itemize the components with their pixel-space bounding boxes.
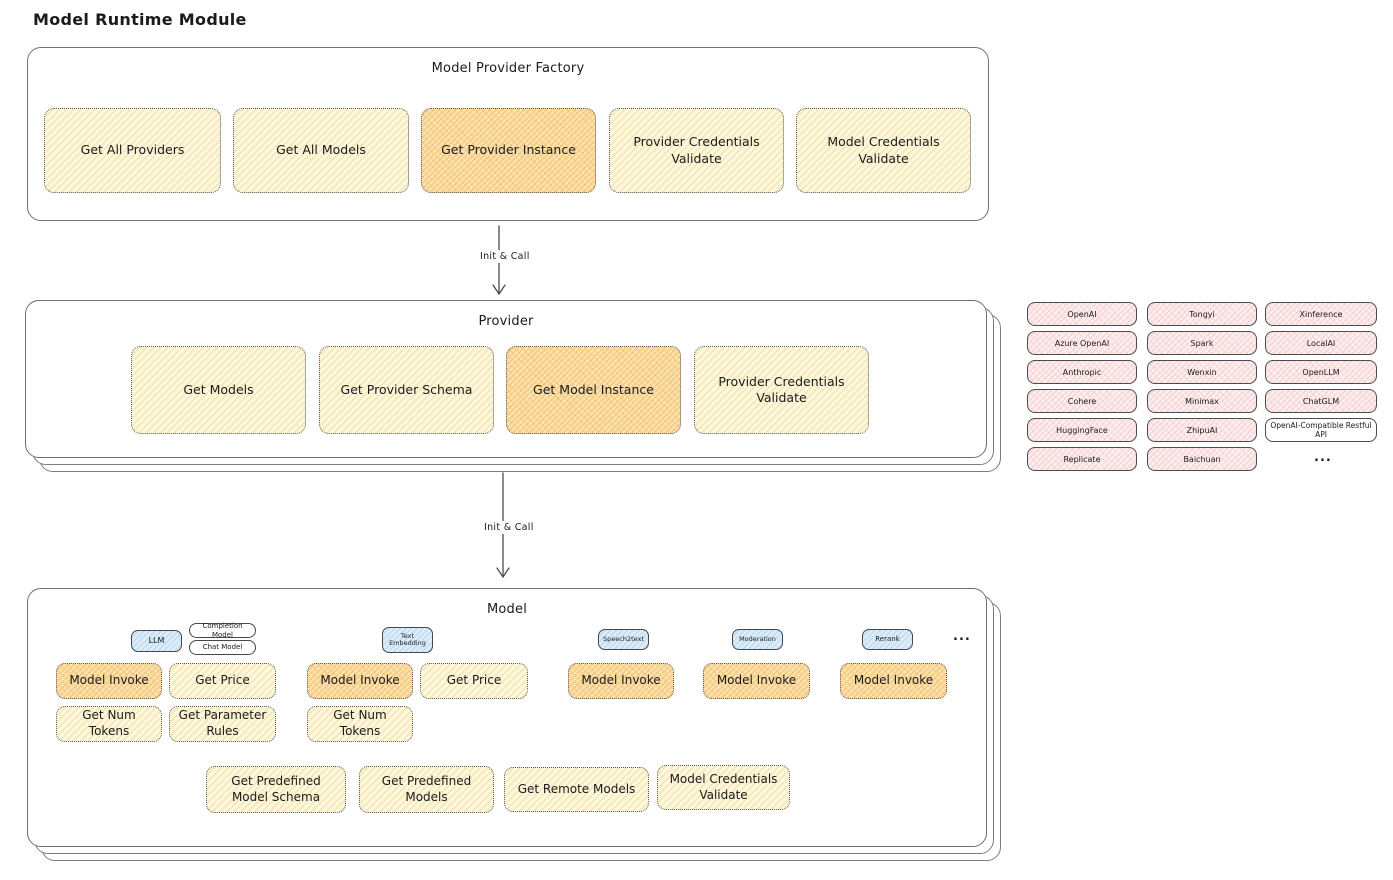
llm-model-invoke-button: Model Invoke xyxy=(56,663,162,699)
provider-pill-xinference: Xinference xyxy=(1265,302,1377,326)
provider-pill-chatglm: ChatGLM xyxy=(1265,389,1377,413)
embedding-model-invoke-button: Model Invoke xyxy=(307,663,413,699)
model-tags-ellipsis: ... xyxy=(953,629,971,644)
speech2text-tag: Speech2text xyxy=(598,629,649,650)
provider-pill-openai-compatible: OpenAI-Compatible Restful API xyxy=(1265,418,1377,442)
provider-pill-zhipuai: ZhipuAI xyxy=(1147,418,1257,442)
get-remote-models-button: Get Remote Models xyxy=(504,767,649,812)
get-models-button: Get Models xyxy=(131,346,306,434)
embedding-get-num-tokens-button: Get Num Tokens xyxy=(307,706,413,742)
factory-title: Model Provider Factory xyxy=(431,61,585,76)
model-provider-factory-box: Model Provider Factory Get All Providers… xyxy=(27,47,989,221)
provider-pill-openai: OpenAI xyxy=(1027,302,1137,326)
model-credentials-validate-button-2: Model Credentials Validate xyxy=(657,765,790,810)
rerank-model-invoke-button: Model Invoke xyxy=(840,663,947,699)
provider-title: Provider xyxy=(478,314,534,329)
provider-pill-spark: Spark xyxy=(1147,331,1257,355)
arrow1-label: Init & Call xyxy=(477,250,533,263)
provider-pill-cohere: Cohere xyxy=(1027,389,1137,413)
model-credentials-validate-button: Model Credentials Validate xyxy=(796,108,971,193)
llm-get-num-tokens-button: Get Num Tokens xyxy=(56,706,162,742)
get-predefined-models-button: Get Predefined Models xyxy=(359,766,494,813)
provider-pill-baichuan: Baichuan xyxy=(1147,447,1257,471)
get-predefined-model-schema-button: Get Predefined Model Schema xyxy=(206,766,346,813)
provider-pill-huggingface: HuggingFace xyxy=(1027,418,1137,442)
provider-pill-openllm: OpenLLM xyxy=(1265,360,1377,384)
providers-ellipsis: ... xyxy=(1314,450,1332,465)
chat-model-tag: Chat Model xyxy=(189,640,256,655)
embedding-get-price-button: Get Price xyxy=(420,663,528,699)
provider-credentials-validate-button-2: Provider Credentials Validate xyxy=(694,346,869,434)
provider-pill-wenxin: Wenxin xyxy=(1147,360,1257,384)
llm-get-price-button: Get Price xyxy=(169,663,276,699)
rerank-tag: Rerank xyxy=(862,629,913,650)
get-provider-instance-button: Get Provider Instance xyxy=(421,108,596,193)
llm-get-parameter-rules-button: Get Parameter Rules xyxy=(169,706,276,742)
provider-pill-azure-openai: Azure OpenAI xyxy=(1027,331,1137,355)
text-embedding-tag: Text Embedding xyxy=(382,627,433,653)
get-model-instance-button: Get Model Instance xyxy=(506,346,681,434)
provider-pill-anthropic: Anthropic xyxy=(1027,360,1137,384)
completion-model-tag: Completion Model xyxy=(189,622,256,639)
model-box: Model LLM Completion Model Chat Model Te… xyxy=(27,588,987,847)
provider-pill-minimax: Minimax xyxy=(1147,389,1257,413)
provider-credentials-validate-button: Provider Credentials Validate xyxy=(609,108,784,193)
page-title: Model Runtime Module xyxy=(33,10,247,29)
provider-pill-tongyi: Tongyi xyxy=(1147,302,1257,326)
get-all-models-button: Get All Models xyxy=(233,108,409,193)
provider-pill-localai: LocalAI xyxy=(1265,331,1377,355)
llm-tag: LLM xyxy=(131,630,182,652)
moderation-tag: Moderation xyxy=(732,629,783,650)
provider-box: Provider Get Models Get Provider Schema … xyxy=(25,300,987,458)
provider-pill-replicate: Replicate xyxy=(1027,447,1137,471)
speech2text-model-invoke-button: Model Invoke xyxy=(568,663,674,699)
model-title: Model xyxy=(486,602,528,617)
get-provider-schema-button: Get Provider Schema xyxy=(319,346,494,434)
moderation-model-invoke-button: Model Invoke xyxy=(703,663,810,699)
get-all-providers-button: Get All Providers xyxy=(44,108,221,193)
arrow2-label: Init & Call xyxy=(481,521,537,534)
